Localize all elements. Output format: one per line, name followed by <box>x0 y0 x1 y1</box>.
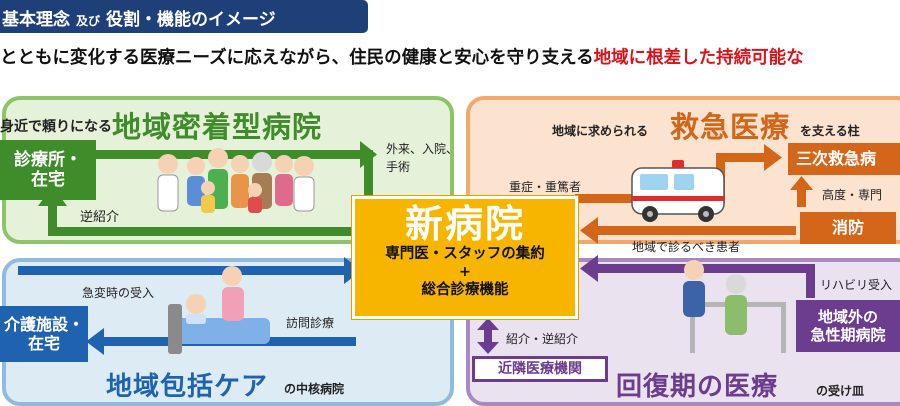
orange-label-severe: 重症・重篤者 <box>509 180 582 194</box>
tertiary-emergency-label: 三次救急病 <box>796 149 877 169</box>
care-facility-box: 介護施設・ 在宅 <box>0 306 88 362</box>
green-label-surgery: 手術 <box>386 160 411 174</box>
people-illustration <box>157 148 315 213</box>
nearby-clinic-box: 近隣医療機関 <box>472 356 608 382</box>
fire-department-label: 消防 <box>831 218 864 238</box>
rehab-illustration <box>683 260 786 353</box>
header-title-and: 及び <box>76 14 101 28</box>
home-care-illustration <box>168 266 270 354</box>
purple-caption-post: の受け皿 <box>816 384 865 398</box>
new-hospital-line1: 専門医・スタッフの集約 <box>385 245 545 262</box>
orange-label-advanced: 高度・専門 <box>822 188 883 202</box>
new-hospital-plus: + <box>458 264 472 281</box>
intro-highlight: 地域に根差した持続可能な <box>593 48 804 68</box>
orange-label-local-patients: 地域で診るべき患者 <box>632 240 741 254</box>
green-arrow-top <box>96 141 377 196</box>
orange-caption-big: 救急医療 <box>670 110 791 144</box>
purple-caption-big: 回復期の医療 <box>616 372 779 402</box>
header-title-sub: 役割・機能のイメージ <box>106 10 276 30</box>
green-caption-small: 身近で頼りになる <box>0 119 112 135</box>
acute-hospital-line1: 地域外の <box>817 308 878 326</box>
clinic-home-line1: 診療所・ <box>14 149 82 170</box>
green-label-reverse-referral: 逆紹介 <box>80 210 120 225</box>
blue-label-home-visit: 訪問診療 <box>286 316 335 330</box>
new-hospital-box: 新病院 専門医・スタッフの集約 + 総合診療機能 <box>352 196 578 319</box>
purple-label-referral: 紹介・逆紹介 <box>506 332 579 346</box>
orange-arrow-up <box>790 176 813 207</box>
purple-arrow-top <box>580 255 815 298</box>
header-title-main: 基本理念 <box>2 10 70 30</box>
orange-arrow-bottom <box>580 217 796 244</box>
ambulance-illustration <box>631 160 725 222</box>
green-label-outpatient: 外来、入院、 <box>386 142 459 156</box>
blue-caption-big: 地域包括ケア <box>106 372 269 402</box>
nearby-clinic-label: 近隣医療機関 <box>498 360 582 377</box>
blue-caption-post: の中核病院 <box>284 382 345 396</box>
blue-arrow-top <box>18 257 362 284</box>
header-banner: 基本理念 及び 役割・機能のイメージ <box>0 0 368 33</box>
intro-statement: とともに変化する医療ニーズに応えながら、住民の健康と安心を守り支える地域に根差し… <box>0 44 900 74</box>
purple-label-rehab: リハビリ受入 <box>820 278 893 292</box>
new-hospital-line2: 総合診療機能 <box>421 282 509 299</box>
green-caption-big: 地域密着型病院 <box>112 110 323 144</box>
new-hospital-title: 新病院 <box>404 202 525 246</box>
acute-hospital-box: 地域外の 急性期病院 <box>796 300 900 352</box>
purple-arrow-double <box>477 318 499 354</box>
clinic-home-box: 診療所・ 在宅 <box>0 140 96 200</box>
clinic-home-line2: 在宅 <box>31 170 65 190</box>
care-facility-line2: 在宅 <box>27 334 60 353</box>
tertiary-emergency-box: 三次救急病 <box>788 143 900 175</box>
blue-label-emergency-accept: 急変時の受入 <box>82 286 155 300</box>
orange-caption-pre: 地域に求められる <box>552 124 649 138</box>
acute-hospital-line2: 急性期病院 <box>810 326 886 344</box>
care-facility-line1: 介護施設・ <box>3 314 84 334</box>
intro-prefix: とともに変化する医療ニーズに応えながら、住民の健康と安心を守り支える <box>0 48 594 68</box>
fire-department-box: 消防 <box>800 212 896 244</box>
orange-caption-post: を支える柱 <box>800 124 860 138</box>
